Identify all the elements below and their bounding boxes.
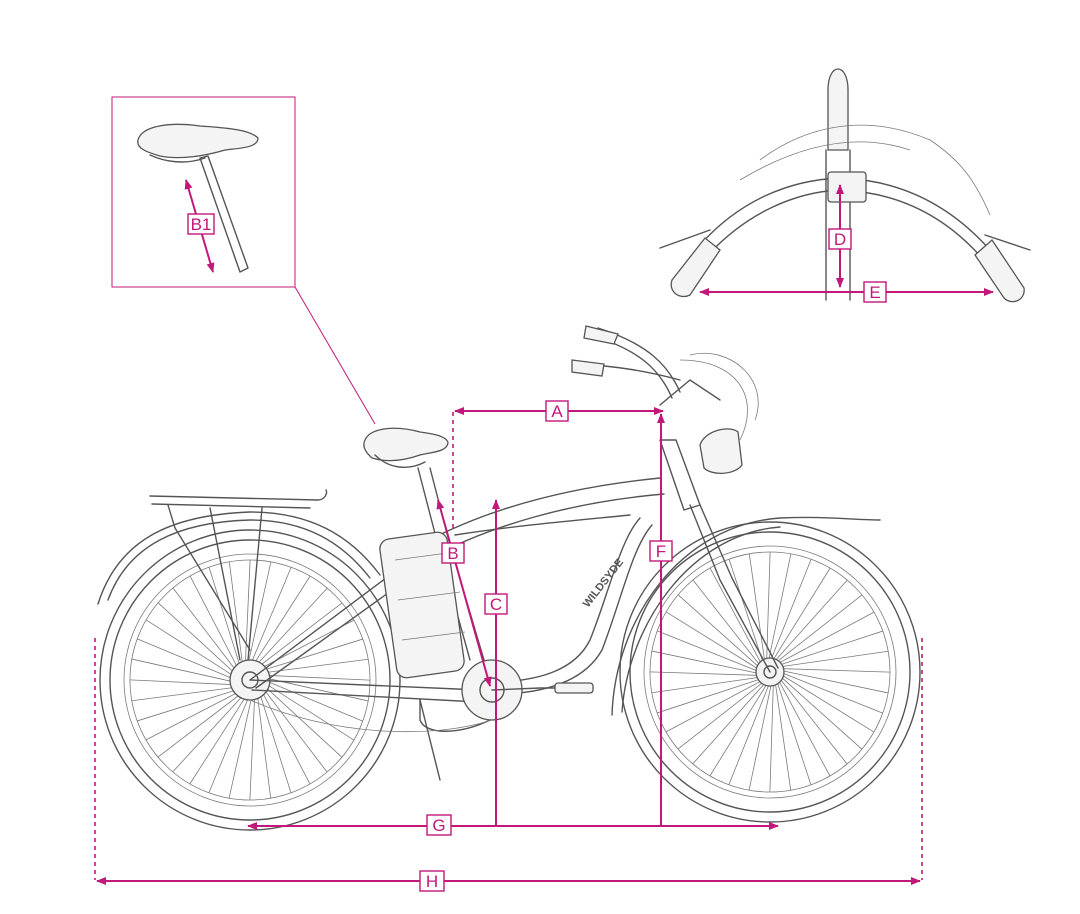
dimension-h: H bbox=[94, 638, 923, 892]
bike-illustration: WILDSYDE bbox=[97, 325, 921, 831]
label-b1: B1 bbox=[187, 213, 215, 235]
svg-text:F: F bbox=[656, 542, 666, 561]
svg-text:H: H bbox=[426, 872, 438, 891]
label-c: C bbox=[484, 593, 508, 615]
handlebar-inset: D E bbox=[659, 68, 1031, 303]
svg-text:A: A bbox=[551, 402, 563, 421]
saddle-inset: B1 bbox=[111, 96, 376, 425]
label-h: H bbox=[419, 870, 445, 892]
dimension-f: F bbox=[649, 413, 673, 826]
svg-text:C: C bbox=[490, 595, 502, 614]
dimension-g: G bbox=[247, 814, 779, 836]
label-e: E bbox=[863, 281, 887, 303]
label-g: G bbox=[426, 814, 452, 836]
svg-text:G: G bbox=[432, 816, 445, 835]
svg-text:D: D bbox=[834, 230, 846, 249]
svg-text:B: B bbox=[447, 544, 458, 563]
label-b: B bbox=[441, 542, 465, 564]
dimension-c: C bbox=[484, 499, 508, 826]
label-a: A bbox=[545, 400, 569, 422]
svg-text:E: E bbox=[869, 283, 880, 302]
dimension-b: B bbox=[436, 499, 492, 687]
label-d: D bbox=[828, 228, 852, 250]
svg-text:B1: B1 bbox=[191, 215, 212, 234]
rear-wheel bbox=[99, 529, 401, 831]
label-f: F bbox=[649, 540, 673, 562]
